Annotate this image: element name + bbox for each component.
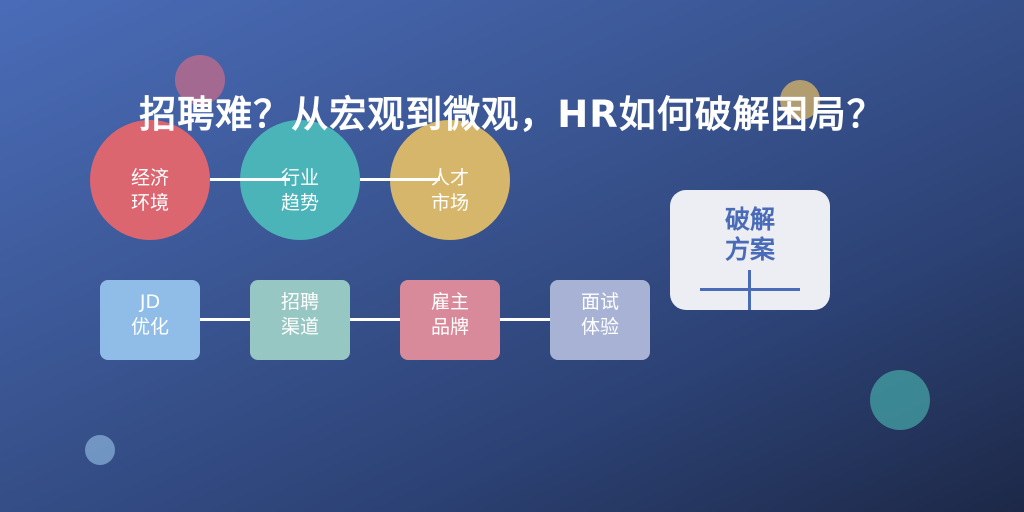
- solution-vline: [748, 270, 751, 310]
- micro-box-channel: [250, 280, 350, 360]
- decor-circle-gold: [780, 80, 820, 120]
- connector-line: [350, 318, 400, 321]
- connector-line: [500, 318, 550, 321]
- connector-line: [360, 178, 440, 181]
- connector-line: [210, 178, 290, 181]
- decor-circle-pink: [175, 55, 225, 105]
- micro-label-brand: 雇主 品牌: [430, 291, 469, 338]
- macro-label-industry: 行业 趋势: [280, 167, 319, 214]
- solution-label: 破解 方案: [724, 205, 775, 264]
- macro-circle-economy: [90, 120, 210, 240]
- decor-circle-blue: [85, 435, 115, 465]
- micro-box-brand: [400, 280, 500, 360]
- connector-line: [200, 318, 250, 321]
- micro-box-jd: [100, 280, 200, 360]
- micro-box-interview: [550, 280, 650, 360]
- macro-label-talent: 人才 市场: [430, 167, 469, 214]
- micro-label-channel: 招聘 渠道: [280, 291, 319, 338]
- micro-label-jd: JD 优化: [130, 291, 169, 338]
- macro-label-economy: 经济 环境: [130, 167, 169, 214]
- decor-circle-teal: [870, 370, 930, 430]
- slide-title: 招聘难？从宏观到微观，HR如何破解困局？: [139, 93, 885, 136]
- micro-label-interview: 面试 体验: [580, 291, 619, 338]
